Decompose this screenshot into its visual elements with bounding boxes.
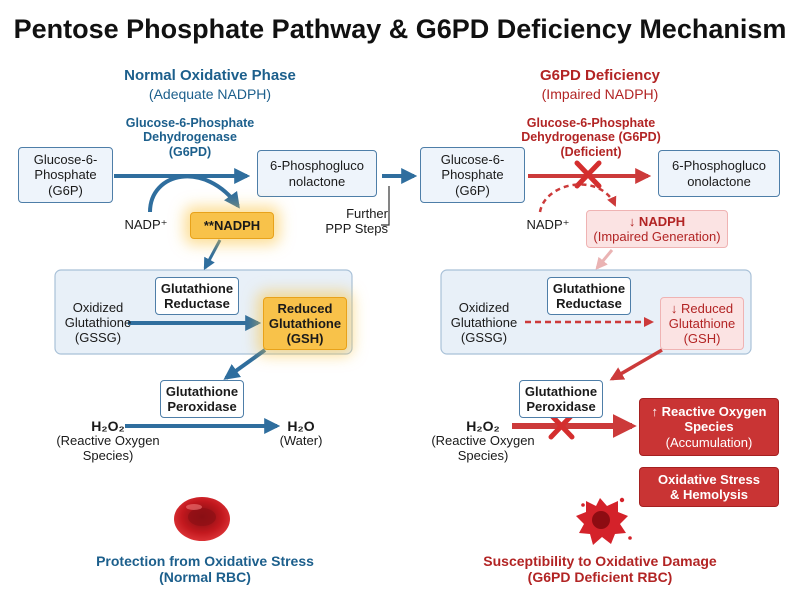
deficient-footer: Susceptibility to Oxidative Damage (G6PD… bbox=[483, 553, 717, 586]
oxidative-stress-hemolysis-badge: Oxidative Stress & Hemolysis bbox=[639, 467, 779, 507]
deficient-enzyme-label: Glucose-6-Phosphate Dehydrogenase (G6PD)… bbox=[521, 116, 661, 159]
further-steps-bracket bbox=[381, 186, 390, 226]
normal-water-label: H₂O (Water) bbox=[279, 418, 323, 449]
normal-enzyme-label: Glucose-6-Phosphate Dehydrogenase (G6PD) bbox=[125, 116, 255, 159]
normal-nadp-curve-arrow bbox=[148, 174, 240, 213]
deficient-nadp-label: NADP⁺ bbox=[526, 217, 570, 232]
deficient-glutathione-peroxidase-box: Glutathione Peroxidase bbox=[519, 380, 603, 418]
deficient-nadph-badge: ↓ NADPH (Impaired Generation) bbox=[586, 210, 728, 248]
deficient-damaged-rbc-icon bbox=[576, 497, 632, 545]
normal-nadph-to-panel-arrow bbox=[203, 239, 222, 271]
deficient-phosphogluconolactone-node: 6-Phosphogluco onolactone bbox=[658, 150, 780, 197]
ros-accumulation-badge: ↑ Reactive Oxygen Species (Accumulation) bbox=[639, 398, 779, 456]
deficient-glutathione-reductase-box: Glutathione Reductase bbox=[547, 277, 631, 315]
normal-nadph-badge: **NADPH bbox=[190, 212, 274, 239]
deficient-nadp-dashed-arrow bbox=[538, 183, 617, 213]
page-title: Pentose Phosphate Pathway & G6PD Deficie… bbox=[13, 14, 787, 44]
normal-nadp-label: NADP⁺ bbox=[124, 217, 168, 232]
deficient-gsh-to-peroxidase-arrow bbox=[609, 348, 663, 381]
normal-heading: Normal Oxidative Phase bbox=[124, 67, 296, 84]
deficient-g6p-node: Glucose-6- Phosphate (G6P) bbox=[420, 147, 525, 203]
further-ppp-steps-label: Further PPP Steps bbox=[325, 206, 388, 236]
normal-h2o2-label: H₂O₂ (Reactive Oxygen Species) bbox=[56, 418, 160, 464]
deficient-enzyme-block-x bbox=[574, 160, 602, 189]
deficient-nadph-to-panel-arrow bbox=[595, 249, 614, 270]
normal-phosphogluconolactone-node: 6-Phosphogluco nolactone bbox=[257, 150, 377, 197]
deficient-reduced-glutathione-badge: ↓ Reduced Glutathione (GSH) bbox=[660, 297, 744, 350]
deficient-gssg-label: Oxidized Glutathione (GSSG) bbox=[450, 300, 518, 345]
deficient-h2o2-label: H₂O₂ (Reactive Oxygen Species) bbox=[431, 418, 535, 464]
normal-gsh-to-peroxidase-arrow bbox=[223, 348, 267, 380]
normal-glutathione-reductase-box: Glutathione Reductase bbox=[155, 277, 239, 315]
deficient-peroxidase-block-x bbox=[548, 412, 575, 440]
deficient-heading: G6PD Deficiency bbox=[539, 67, 661, 84]
normal-gssg-label: Oxidized Glutathione (GSSG) bbox=[64, 300, 132, 345]
normal-glutathione-peroxidase-box: Glutathione Peroxidase bbox=[160, 380, 244, 418]
deficient-subheading: (Impaired NADPH) bbox=[541, 86, 659, 102]
normal-subheading: (Adequate NADPH) bbox=[148, 86, 272, 102]
normal-rbc-icon bbox=[174, 497, 230, 541]
normal-footer: Protection from Oxidative Stress (Normal… bbox=[96, 553, 314, 586]
normal-reduced-glutathione-badge: Reduced Glutathione (GSH) bbox=[263, 297, 347, 350]
normal-g6p-node: Glucose-6- Phosphate (G6P) bbox=[18, 147, 113, 203]
